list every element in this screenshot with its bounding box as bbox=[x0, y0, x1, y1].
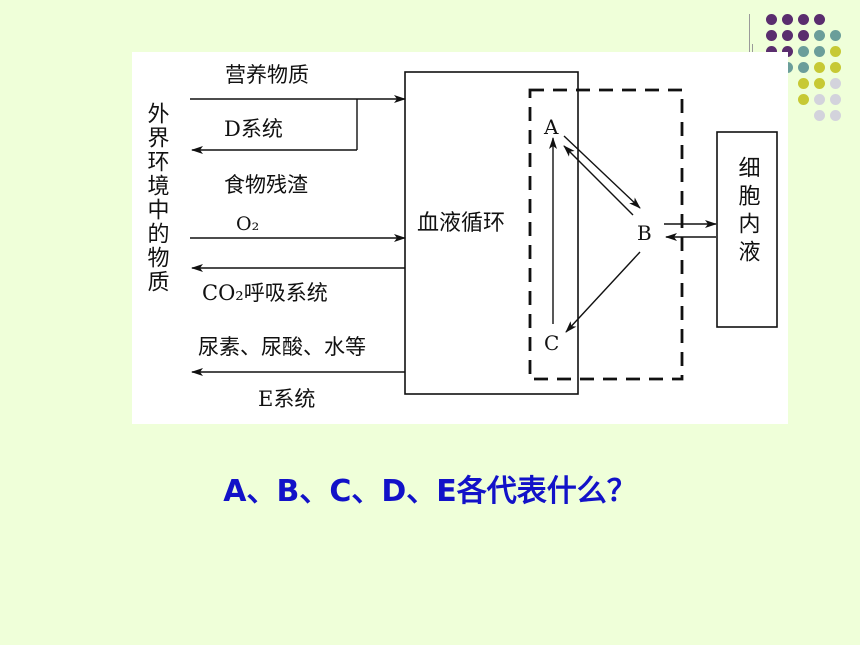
internal-environment-diagram: 外界环境中的物质 血液循环 营养物质 D系统 食物残渣 O₂ CO₂呼吸系统 尿… bbox=[144, 63, 778, 411]
co2-respiratory-label: CO₂呼吸系统 bbox=[202, 281, 328, 305]
b-to-c-arrow bbox=[565, 251, 641, 333]
d-system-label: D系统 bbox=[224, 117, 283, 141]
outside-environment-label: 外界环境中的物质 bbox=[144, 102, 170, 294]
decorative-dot bbox=[798, 46, 809, 57]
node-a: A bbox=[543, 115, 559, 139]
blood-circulation-label: 血液循环 bbox=[417, 211, 505, 236]
decorative-dot bbox=[798, 30, 809, 41]
decorative-dot bbox=[782, 30, 793, 41]
decorative-dot bbox=[782, 14, 793, 25]
o2-label: O₂ bbox=[236, 213, 259, 235]
blood-circulation-box bbox=[404, 71, 579, 395]
decorative-dot bbox=[782, 46, 793, 57]
decorative-dot bbox=[814, 94, 825, 105]
decorative-dot bbox=[814, 62, 825, 73]
diagram-panel: 外界环境中的物质 血液循环 营养物质 D系统 食物残渣 O₂ CO₂呼吸系统 尿… bbox=[132, 52, 788, 424]
decorative-dot bbox=[814, 14, 825, 25]
decorative-dot bbox=[814, 110, 825, 121]
decorative-dot bbox=[830, 62, 841, 73]
decorative-dot bbox=[830, 46, 841, 57]
urea-label: 尿素、尿酸、水等 bbox=[198, 335, 366, 359]
food-residue-label: 食物残渣 bbox=[224, 173, 308, 197]
question-text: A、B、C、D、E各代表什么？ bbox=[223, 474, 637, 509]
decorative-dot bbox=[766, 14, 777, 25]
b-to-a-arrow bbox=[563, 145, 634, 216]
internal-environment-dashed-box bbox=[528, 88, 684, 381]
decorative-dot bbox=[814, 78, 825, 89]
decorative-dot bbox=[830, 94, 841, 105]
decorative-dot bbox=[798, 14, 809, 25]
decorative-dot bbox=[766, 46, 777, 57]
decorative-dot bbox=[814, 46, 825, 57]
decorative-dot bbox=[798, 78, 809, 89]
node-b: B bbox=[637, 221, 652, 245]
decorative-dot bbox=[830, 110, 841, 121]
intracellular-fluid-box bbox=[716, 131, 778, 328]
decorative-dot bbox=[798, 94, 809, 105]
decorative-dot bbox=[766, 30, 777, 41]
e-system-label: E系统 bbox=[258, 387, 315, 411]
decorative-dot bbox=[830, 78, 841, 89]
decorative-dot bbox=[798, 62, 809, 73]
decorative-dot bbox=[814, 30, 825, 41]
intracellular-fluid-label: 细胞内液 bbox=[735, 156, 761, 268]
node-c: C bbox=[544, 331, 559, 355]
nutrients-label: 营养物质 bbox=[225, 63, 309, 87]
decorative-dot bbox=[830, 30, 841, 41]
a-to-b-arrow bbox=[563, 135, 641, 209]
